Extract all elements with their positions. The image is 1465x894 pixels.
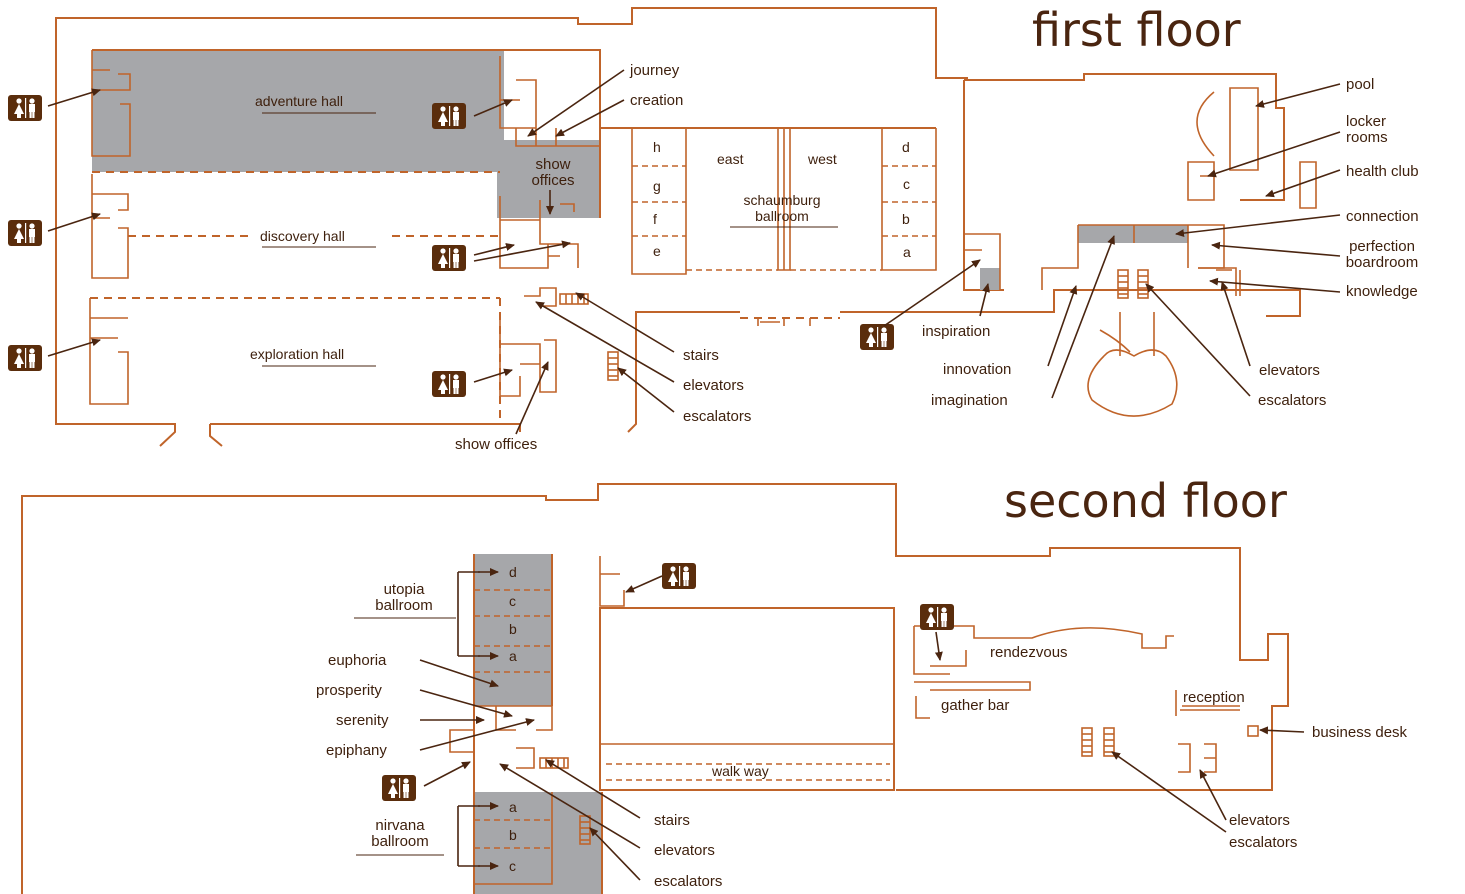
elevators-2-label: elevators (654, 842, 715, 859)
exploration-hall-label: exploration hall (250, 346, 344, 362)
escalators-right-label: escalators (1258, 392, 1326, 409)
section-g: g (653, 178, 661, 194)
section-h: h (653, 139, 661, 155)
business-desk-label: business desk (1312, 724, 1408, 741)
adventure-hall-label: adventure hall (255, 93, 343, 109)
inspiration-label: inspiration (922, 323, 990, 340)
restroom-icon (662, 563, 696, 589)
creation-label: creation (630, 92, 683, 109)
walk-way-label: walk way (711, 763, 769, 779)
reception-label: reception (1183, 689, 1245, 706)
serenity-label: serenity (336, 712, 389, 729)
restroom-icon (432, 371, 466, 397)
east-label: east (717, 151, 744, 167)
nirvana-a: a (509, 799, 517, 815)
escalators-2-right-label: escalators (1229, 834, 1297, 851)
gather-bar-label: gather bar (941, 697, 1009, 714)
first-floor-pointers (47, 69, 1341, 435)
escalators-2-label: escalators (654, 873, 722, 890)
health-club-label: health club (1346, 163, 1419, 180)
utopia-c: c (509, 593, 516, 609)
elevators-2-right-label: elevators (1229, 812, 1290, 829)
section-e: e (653, 243, 661, 259)
west-label: west (807, 151, 837, 167)
elevators-right-label: elevators (1259, 362, 1320, 379)
show-offices-bottom-label: show offices (455, 436, 537, 453)
stairs-label: stairs (683, 347, 719, 364)
first-floor-title: first floor (1032, 3, 1241, 57)
elevators-label: elevators (683, 377, 744, 394)
nirvana-ballroom-area (474, 792, 602, 894)
nirvana-b: b (509, 827, 517, 843)
restroom-icon (8, 95, 42, 121)
restroom-icon (8, 345, 42, 371)
prosperity-label: prosperity (316, 682, 382, 699)
discovery-hall-label: discovery hall (260, 228, 345, 244)
second-floor-plan (21, 483, 1289, 894)
rendezvous-label: rendezvous (990, 644, 1068, 661)
second-floor-title: second floor (1004, 474, 1287, 528)
first-floor-plan (55, 7, 1317, 447)
section-d: d (902, 139, 910, 155)
epiphany-label: epiphany (326, 742, 387, 759)
section-b: b (902, 211, 910, 227)
knowledge-label: knowledge (1346, 283, 1418, 300)
stairs-2-label: stairs (654, 812, 690, 829)
restroom-icon (920, 604, 954, 630)
utopia-d: d (509, 564, 517, 580)
innovation-label: innovation (943, 361, 1011, 378)
utopia-ballroom-area (474, 554, 552, 706)
pool-label: pool (1346, 76, 1374, 93)
restroom-icon (860, 324, 894, 350)
second-floor-pointers (419, 568, 1305, 881)
section-c: c (903, 176, 910, 192)
section-f: f (653, 211, 657, 227)
nirvana-c: c (509, 858, 516, 874)
utopia-a: a (509, 648, 517, 664)
euphoria-label: euphoria (328, 652, 387, 669)
imagination-label: imagination (931, 392, 1008, 409)
connection-room (1078, 225, 1188, 243)
connection-label: connection (1346, 208, 1419, 225)
journey-label: journey (629, 62, 680, 79)
show-offices-area (497, 140, 601, 218)
section-a: a (903, 244, 911, 260)
restroom-icon (8, 220, 42, 246)
restroom-icon (382, 775, 416, 801)
restroom-icon (432, 103, 466, 129)
utopia-b: b (509, 621, 517, 637)
escalators-label: escalators (683, 408, 751, 425)
restroom-icon (432, 245, 466, 271)
